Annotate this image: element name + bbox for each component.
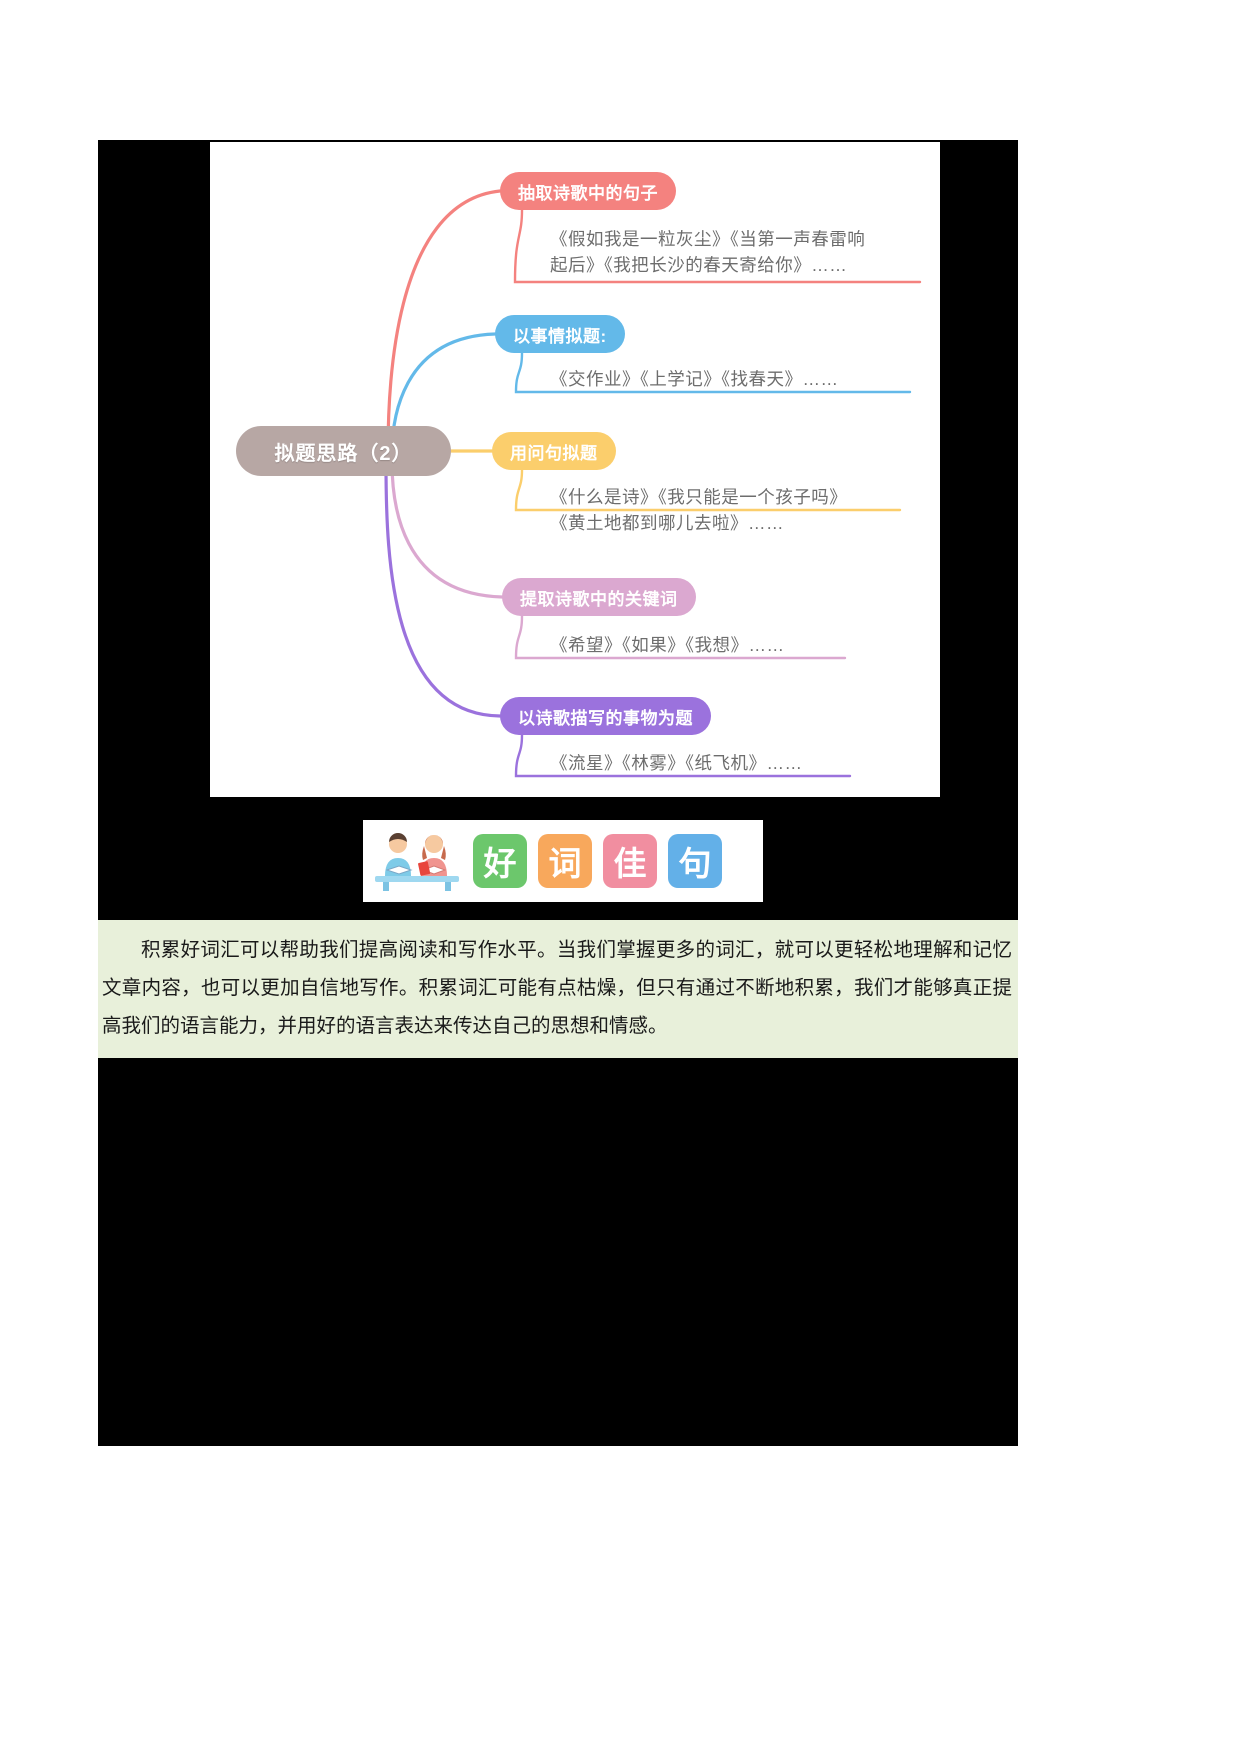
branch-desc-2: 《交作业》《上学记》《找春天》…… <box>550 369 839 389</box>
title-char-3: 佳 <box>603 834 657 888</box>
mindmap-figure: 拟题思路（2） 抽取诗歌中的句子 《假如我是一粒灰尘》《当第一声春雷响 起后》《… <box>210 142 940 797</box>
branch-label-5-text: 以诗歌描写的事物为题 <box>518 708 693 728</box>
branch-label-3: 用问句拟题 <box>492 432 616 470</box>
branch-desc-4: 《希望》《如果》《我想》…… <box>550 635 785 655</box>
mindmap-root-label: 拟题思路（2） <box>274 442 413 465</box>
branch-label-4-text: 提取诗歌中的关键词 <box>520 589 678 609</box>
two-students-reading-icon <box>371 830 463 892</box>
branch-label-4: 提取诗歌中的关键词 <box>502 578 696 616</box>
title-char-2: 词 <box>538 834 592 888</box>
branch-desc-5: 《流星》《林雾》《纸飞机》…… <box>550 753 803 773</box>
title-char-1: 好 <box>473 834 527 888</box>
branch-label-1-text: 抽取诗歌中的句子 <box>518 183 658 203</box>
title-char-4-text: 句 <box>678 844 712 883</box>
branch-label-2-text: 以事情拟题: <box>513 326 607 346</box>
mindmap-root-node: 拟题思路（2） <box>236 426 451 476</box>
branch-desc-3: 《什么是诗》《我只能是一个孩子吗》 《黄土地都到哪儿去啦》…… <box>550 487 848 533</box>
branch-label-1: 抽取诗歌中的句子 <box>500 172 676 210</box>
title-char-2-text: 词 <box>548 844 582 883</box>
branch-label-2: 以事情拟题: <box>495 315 625 353</box>
title-char-4: 句 <box>668 834 722 888</box>
branch-label-3-text: 用问句拟题 <box>510 443 598 463</box>
title-char-3-text: 佳 <box>613 844 647 883</box>
section-title-banner: 好 词 佳 句 <box>363 820 763 902</box>
title-char-1-text: 好 <box>483 844 517 883</box>
branch-label-5: 以诗歌描写的事物为题 <box>500 697 711 735</box>
highlighted-paragraph: 积累好词汇可以帮助我们提高阅读和写作水平。当我们掌握更多的词汇，就可以更轻松地理… <box>98 920 1018 1058</box>
branch-desc-1: 《假如我是一粒灰尘》《当第一声春雷响 起后》《我把长沙的春天寄给你》…… <box>550 229 866 275</box>
